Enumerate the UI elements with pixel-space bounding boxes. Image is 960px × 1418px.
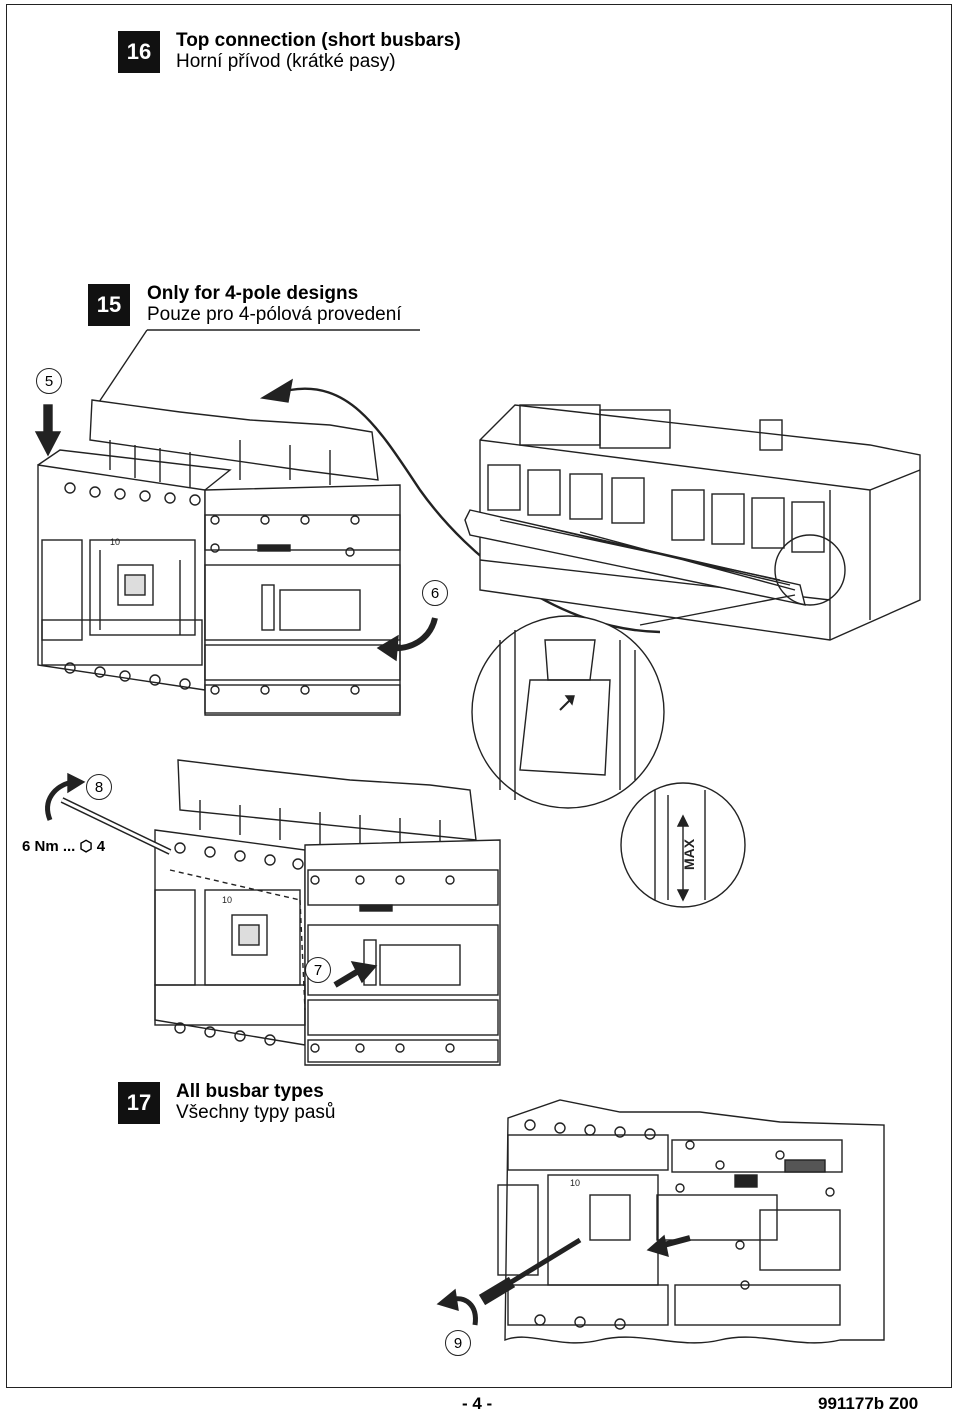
- torque-spec: 6 Nm ... ⬡ 4: [22, 838, 106, 855]
- callout-9: 9: [445, 1330, 471, 1356]
- step-15-badge: 15: [88, 284, 130, 326]
- step-17-title-cz: Všechny typy pasů: [176, 1102, 336, 1123]
- hex-key-icon: [478, 1237, 582, 1306]
- callout-5: 5: [36, 368, 62, 394]
- svg-text:MAX: MAX: [681, 838, 697, 870]
- callout-7: 7: [305, 957, 331, 983]
- step-15-title-en: Only for 4-pole designs: [147, 283, 359, 304]
- callout-8: 8: [86, 774, 112, 800]
- document-code: 991177b Z00: [818, 1394, 919, 1413]
- step-17-title: All busbar types Všechny typy pasů: [176, 1081, 335, 1123]
- step-17-badge: 17: [118, 1082, 160, 1124]
- screwdriver-icon: [60, 797, 172, 855]
- busbar-detail-unit: 10: [497, 1099, 885, 1344]
- step-17-title-en: All busbar types: [176, 1081, 324, 1102]
- svg-text:10: 10: [110, 537, 120, 547]
- upper-switch-unit: 10: [37, 399, 401, 716]
- callout-6: 6: [422, 580, 448, 606]
- step-15-title: Only for 4-pole designs Pouze pro 4-pólo…: [147, 283, 402, 325]
- step-16-badge: 16: [118, 31, 160, 73]
- step-16-title-cz: Horní přívod (krátké pasy): [176, 51, 396, 72]
- max-detail-circle: MAX: [620, 782, 746, 908]
- page-frame: [6, 4, 952, 1388]
- step-15-title-cz: Pouze pro 4-pólová provedení: [147, 304, 402, 325]
- right-switch-unit: [464, 404, 921, 641]
- detail-zoom-circle: [471, 594, 796, 809]
- step-16-title: Top connection (short busbars) Horní pří…: [176, 30, 461, 72]
- svg-text:10: 10: [222, 895, 232, 905]
- page-number: - 4 -: [462, 1394, 493, 1413]
- push-down-arrow-icon: [34, 404, 62, 457]
- step-16-title-en: Top connection (short busbars): [176, 30, 461, 51]
- lower-switch-unit: 10: [154, 759, 501, 1066]
- svg-text:10: 10: [570, 1178, 580, 1188]
